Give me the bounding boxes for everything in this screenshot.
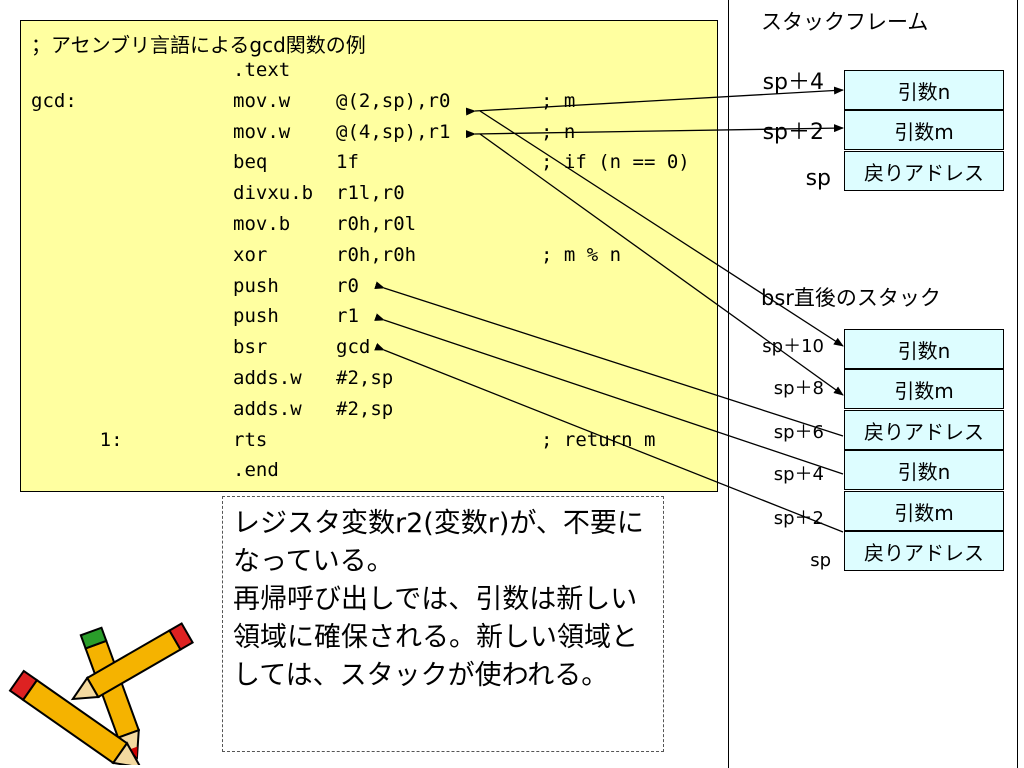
code-line: divxu.b r1l,r0 xyxy=(21,182,717,213)
note-paragraph-2: 再帰呼び出しでは、引数は新しい領域に確保される。新しい領域としては、スタックが使… xyxy=(233,584,638,691)
code-comment: ; m xyxy=(541,89,576,112)
code-opcode: push xyxy=(233,274,279,297)
code-opcode: adds.w xyxy=(233,367,302,389)
frame-label-sp4: sp＋4 xyxy=(762,70,824,95)
bsr-cell-arg-n-2: 引数n xyxy=(844,450,1004,490)
code-opcode: mov.w xyxy=(233,89,291,112)
code-opcode: bsr xyxy=(233,336,268,359)
bsr-stack-title: bsr直後のスタック xyxy=(761,286,941,310)
code-line: 1: rts ; return m xyxy=(21,429,717,460)
code-opcode: rts xyxy=(233,428,268,451)
code-operand: r0 xyxy=(336,274,359,297)
code-operand: gcd xyxy=(336,336,371,359)
bsr-cell-arg-m-1: 引数m xyxy=(844,369,1004,409)
bsr-label-sp10: sp＋10 xyxy=(762,336,824,357)
code-line: gcd: mov.w @(2,sp),r0 ; m xyxy=(21,90,717,121)
code-line: mov.w @(4,sp),r1 ; n xyxy=(21,121,717,152)
code-label: gcd: xyxy=(31,89,77,112)
code-line: adds.w #2,sp xyxy=(21,367,717,398)
code-operand: @(2,sp),r0 xyxy=(336,89,451,112)
code-line: xor r0h,r0h ; m % n xyxy=(21,244,717,275)
bsr-label-sp: sp xyxy=(810,550,831,571)
code-line: .end xyxy=(21,459,717,490)
code-comment: ; if (n == 0) xyxy=(541,151,690,174)
code-operand: #2,sp xyxy=(336,367,394,389)
code-operand: @(4,sp),r1 xyxy=(336,120,451,143)
code-operand: 1f xyxy=(336,151,359,174)
frame-label-sp: sp xyxy=(805,166,831,191)
assembly-code-panel: ；アセンブリ言語によるgcd関数の例 .text gcd: mov.w @(2,sp)… xyxy=(20,20,718,492)
code-operand: r0h,r0l xyxy=(336,213,417,235)
bsr-cell-return-address-1: 戻りアドレス xyxy=(844,410,1004,450)
explanation-note: レジスタ変数r2(変数r)が、不要になっている。 再帰呼び出しでは、引数は新しい… xyxy=(222,496,664,752)
code-line: bsr gcd xyxy=(21,336,717,367)
frame-cell-return-address: 戻りアドレス xyxy=(844,151,1004,191)
code-opcode: .end xyxy=(233,459,279,482)
frame-label-sp2: sp＋2 xyxy=(762,120,824,145)
code-opcode: xor xyxy=(233,243,268,266)
code-opcode: beq xyxy=(233,151,268,174)
code-opcode: adds.w xyxy=(233,397,302,420)
code-operand: #2,sp xyxy=(336,397,394,420)
frame-cell-arg-n: 引数n xyxy=(844,70,1004,110)
bsr-label-sp6: sp＋6 xyxy=(773,422,824,443)
code-comment: ; return m xyxy=(541,428,656,451)
bsr-cell-return-address-2: 戻りアドレス xyxy=(844,531,1004,571)
code-line: adds.w #2,sp xyxy=(21,398,717,429)
note-paragraph-1: レジスタ変数r2(変数r)が、不要になっている。 xyxy=(233,508,644,577)
code-operand: r1 xyxy=(336,305,359,328)
pencils-clipart-icon xyxy=(8,622,194,765)
code-operand: r1l,r0 xyxy=(336,182,405,205)
bsr-label-sp2: sp＋2 xyxy=(773,508,824,529)
bsr-cell-arg-m-2: 引数m xyxy=(844,491,1004,531)
code-comment: ; m % n xyxy=(541,243,622,266)
bsr-cell-arg-n-1: 引数n xyxy=(844,329,1004,369)
stack-panel: スタックフレーム sp＋4 sp＋2 sp 引数n 引数m 戻りアドレス bsr… xyxy=(728,0,1018,768)
code-opcode: push xyxy=(233,305,279,328)
code-opcode: divxu.b xyxy=(233,182,314,205)
code-line: mov.b r0h,r0l xyxy=(21,213,717,244)
code-opcode: mov.w xyxy=(233,120,291,143)
bsr-label-sp8: sp＋8 xyxy=(773,378,824,399)
code-label: 1: xyxy=(31,428,123,451)
bsr-label-sp4: sp＋4 xyxy=(773,464,824,485)
code-title: ；アセンブリ言語によるgcd関数の例 xyxy=(31,33,366,57)
code-line: .text xyxy=(21,59,717,90)
code-comment: ; n xyxy=(541,120,576,143)
code-line: beq 1f ; if (n == 0) xyxy=(21,151,717,182)
stack-frame-title: スタックフレーム xyxy=(761,10,929,34)
code-line: push r1 xyxy=(21,305,717,336)
code-opcode: mov.b xyxy=(233,213,291,235)
code-opcode: .text xyxy=(233,59,291,81)
code-operand: r0h,r0h xyxy=(336,243,417,266)
frame-cell-arg-m: 引数m xyxy=(844,110,1004,150)
code-line: push r0 xyxy=(21,275,717,306)
